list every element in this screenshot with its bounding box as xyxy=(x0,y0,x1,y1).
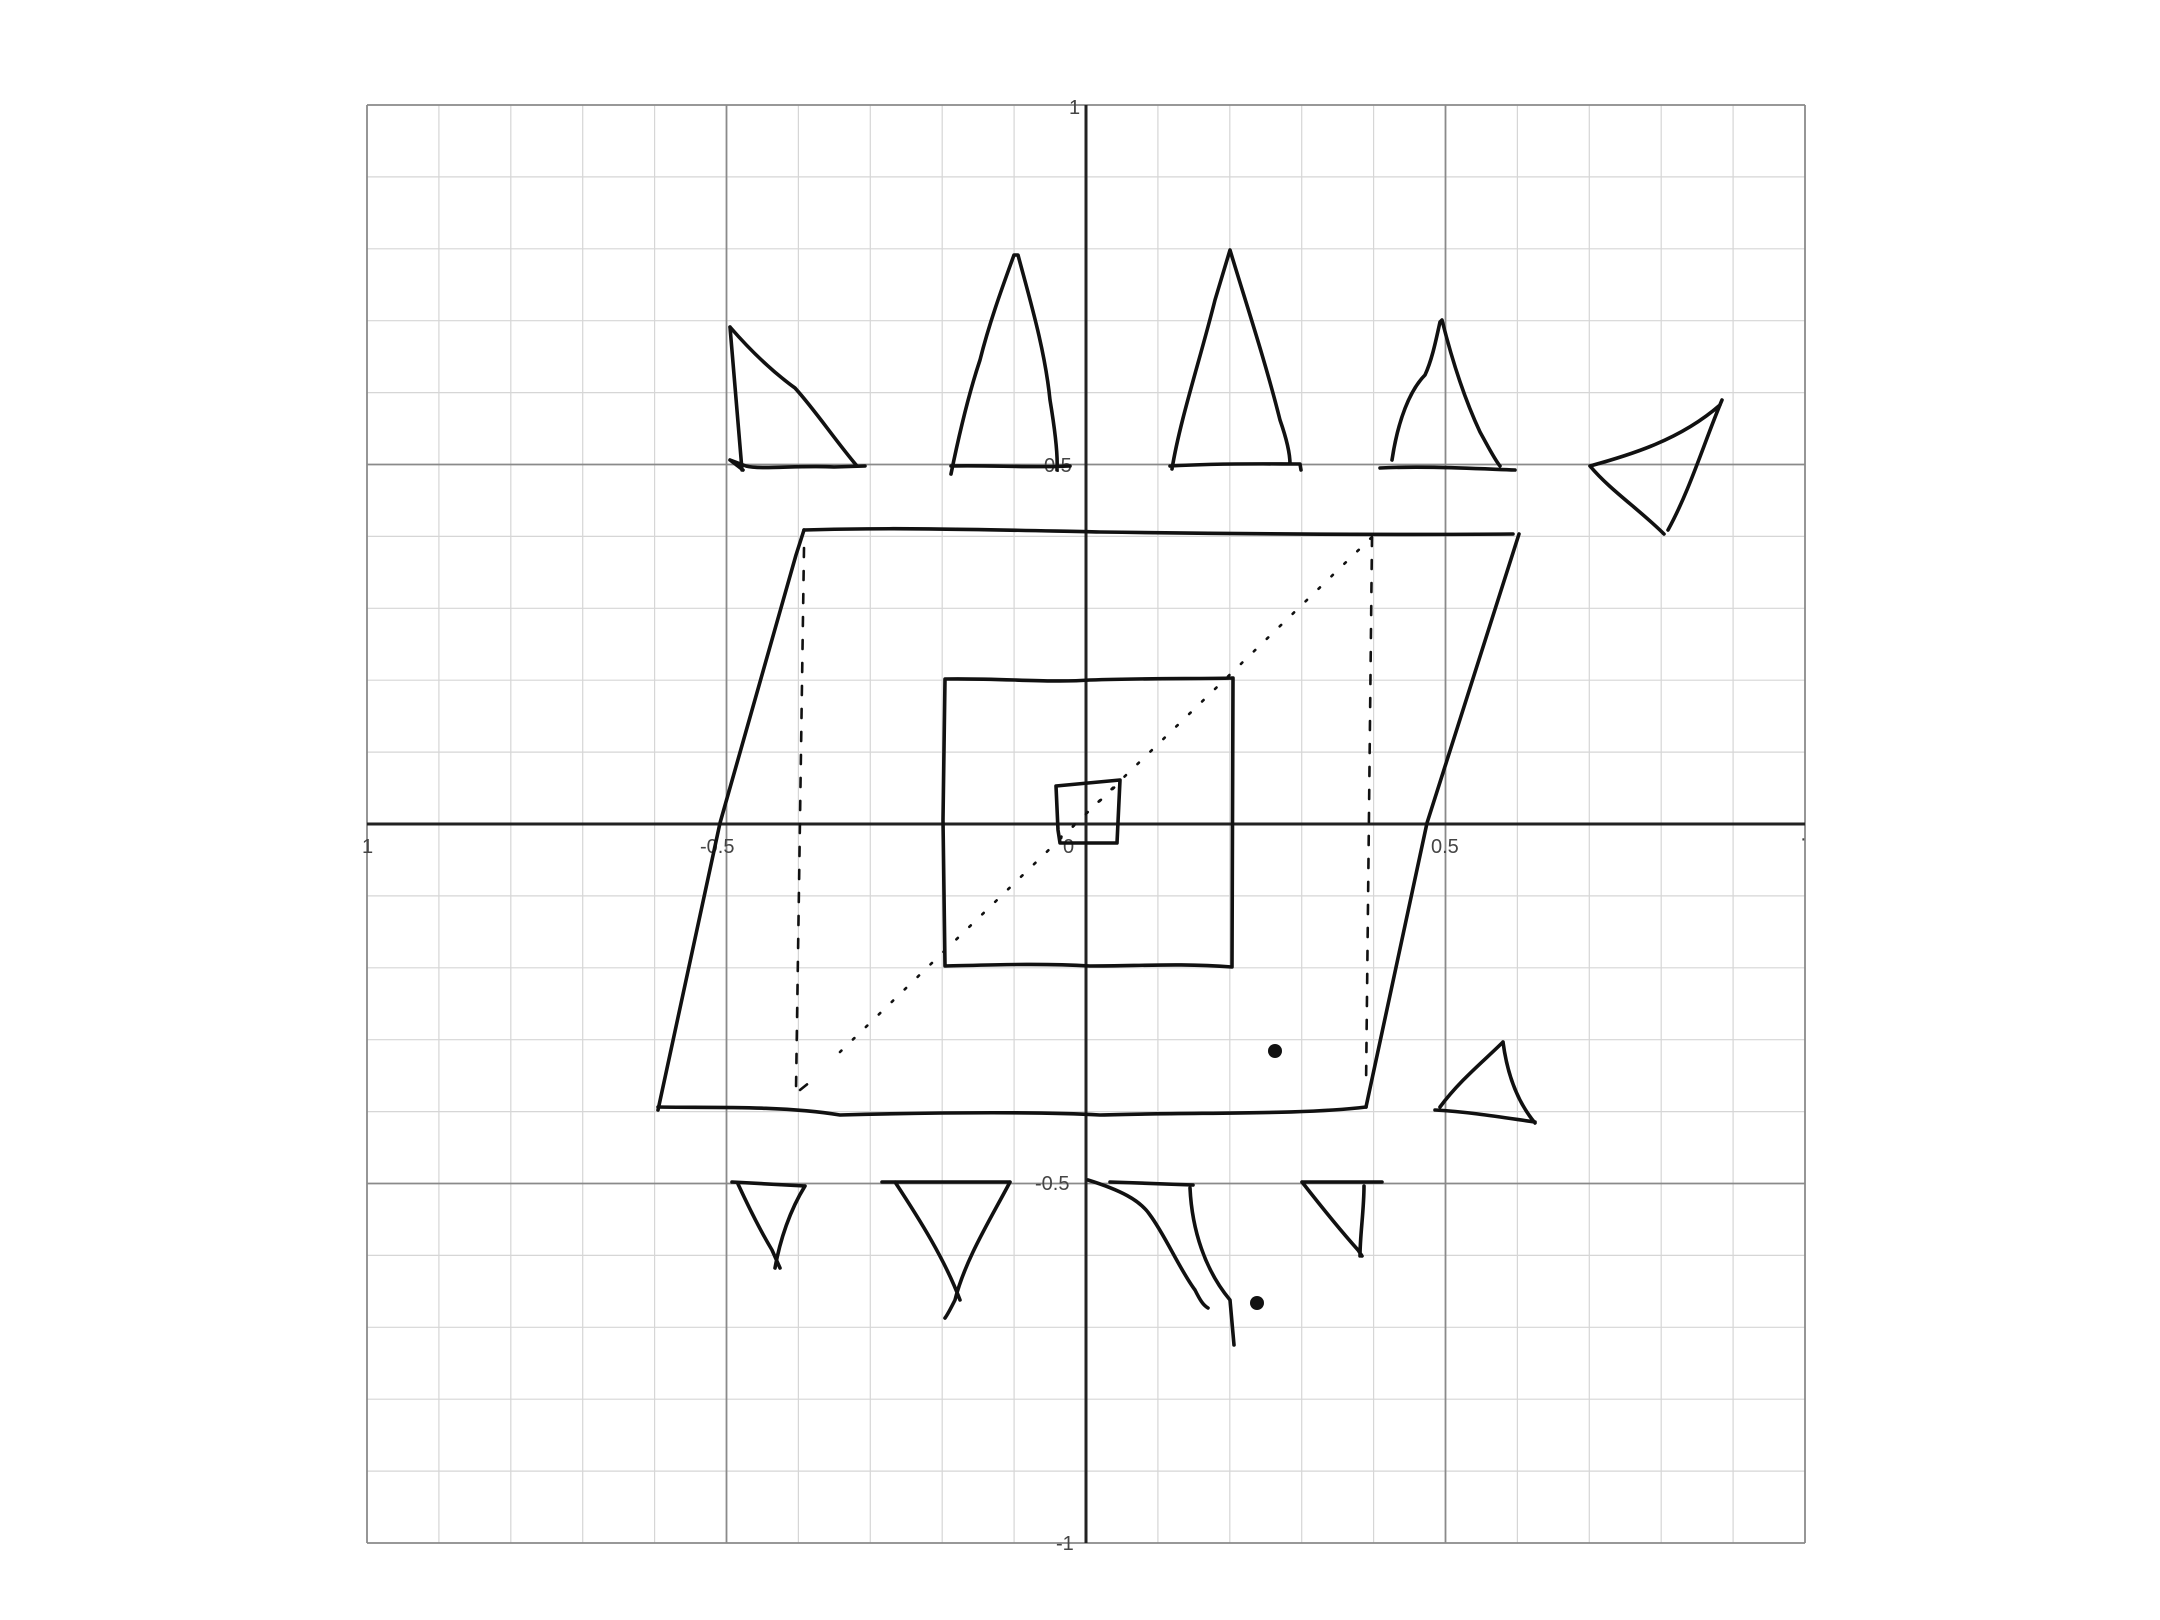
x-tick-right-end: · xyxy=(1800,828,1807,850)
dotted-diagonal-inner xyxy=(1058,782,1120,840)
x-tick-left-end: 1 xyxy=(362,836,373,858)
y-tick-neg-half: -0.5 xyxy=(1035,1173,1069,1195)
top-triangle-3 xyxy=(1168,248,1303,472)
bottom-triangle-3 xyxy=(1086,1178,1236,1347)
y-tick-bottom: -1 xyxy=(1056,1533,1074,1555)
bottom-triangle-4 xyxy=(1300,1180,1384,1258)
outer-parallelogram-left xyxy=(656,528,806,1112)
top-right-triangle xyxy=(1588,398,1724,536)
bottom-triangle-2 xyxy=(880,1180,1012,1320)
dot-2 xyxy=(1250,1296,1264,1310)
x-tick-neg-half: -0.5 xyxy=(700,836,734,858)
top-triangle-1 xyxy=(728,325,867,472)
outer-parallelogram-bottom xyxy=(656,1105,1368,1117)
y-tick-top: 1 xyxy=(1069,97,1080,119)
inner-small-square xyxy=(1054,778,1122,845)
bottom-triangle-1 xyxy=(730,1180,807,1270)
dotted-diagonal xyxy=(838,535,1374,1054)
dashed-inner-rectangle xyxy=(794,535,1374,1092)
middle-square xyxy=(941,676,1235,969)
outer-parallelogram-right xyxy=(1364,532,1521,1109)
right-side-triangle xyxy=(1433,1040,1537,1125)
top-triangle-4 xyxy=(1378,318,1517,472)
dot-1 xyxy=(1268,1044,1282,1058)
x-tick-pos-half: 0.5 xyxy=(1431,836,1459,858)
top-triangle-2 xyxy=(949,253,1072,476)
origin-label: 0 xyxy=(1063,836,1074,858)
outer-parallelogram-top xyxy=(802,526,1515,537)
